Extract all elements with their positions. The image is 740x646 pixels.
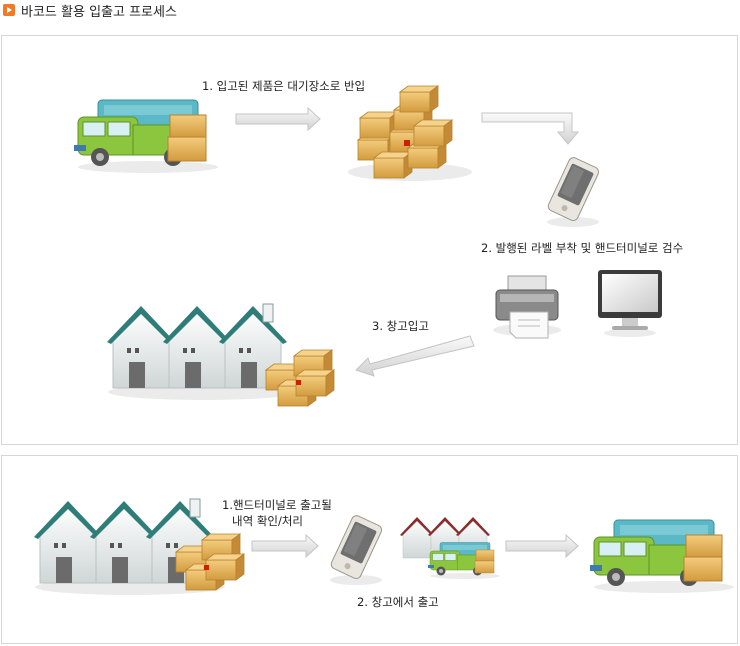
arrow-diagonal-left-icon: [355, 335, 475, 377]
outbound-step1-label-line2: 내역 확인/처리: [232, 514, 304, 528]
delivery-truck-image: [73, 99, 219, 174]
inbound-step1-label: 1. 입고된 제품은 대기장소로 반입: [202, 79, 366, 93]
warehouse-image: [106, 303, 335, 407]
warehouse-outbound-image: [33, 498, 245, 596]
inbound-step2-label: 2. 발행된 라벨 부착 및 핸드터미널로 검수: [481, 241, 684, 255]
computer-monitor-image: [598, 270, 662, 337]
arrow-bent-down-icon: [481, 112, 580, 145]
arrow-right-icon: [251, 533, 319, 559]
outbound-step1-label-line1: 1.핸드터미널로 출고될: [222, 498, 332, 512]
delivery-truck-image: [589, 519, 735, 594]
box-stack-image: [348, 85, 472, 181]
play-icon: [3, 4, 15, 16]
handheld-terminal-image: [329, 513, 384, 586]
section-header: 바코드 활용 입출고 프로세스: [3, 1, 177, 20]
label-printer-image: [493, 275, 561, 339]
handheld-terminal-image: [546, 155, 601, 228]
outbound-step2-label: 2. 창고에서 출고: [357, 595, 439, 609]
arrow-right-icon: [235, 106, 321, 132]
inbound-step3-label: 3. 창고입고: [372, 319, 429, 333]
page-title: 바코드 활용 입출고 프로세스: [21, 4, 177, 20]
warehouse-truck-image: [400, 517, 501, 580]
arrow-right-icon: [505, 533, 579, 559]
